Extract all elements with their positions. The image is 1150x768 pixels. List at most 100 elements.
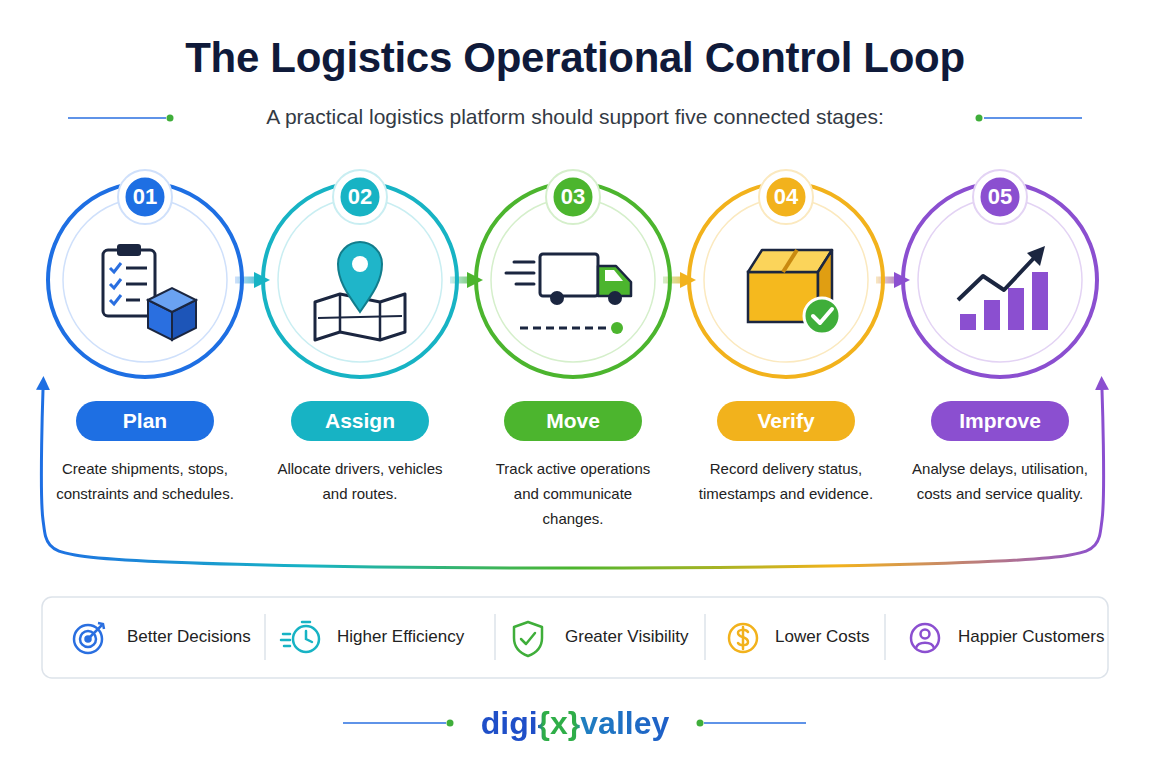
customer-icon-part bbox=[916, 643, 934, 648]
flow-arrow bbox=[41, 390, 1103, 568]
move-icon-part bbox=[520, 327, 606, 330]
customer-icon-part bbox=[921, 630, 930, 639]
move-icon-part bbox=[611, 322, 623, 334]
stage-pill: Plan bbox=[76, 401, 214, 441]
improve-icon-part bbox=[960, 314, 976, 330]
plan-icon-part bbox=[148, 288, 196, 312]
customer-icon-part bbox=[911, 624, 939, 652]
stage-node: 03MoveTrack active operations and commun… bbox=[483, 175, 663, 539]
plan-icon-part bbox=[110, 295, 121, 304]
target-icon-part bbox=[98, 623, 104, 629]
assign-icon-part bbox=[338, 242, 382, 312]
improve-icon-part bbox=[1032, 272, 1048, 330]
benefit-label: Higher Efficiency bbox=[337, 627, 464, 647]
diagram-subtitle: A practical logistics platform should su… bbox=[0, 105, 1150, 129]
target-icon bbox=[74, 623, 104, 653]
stage-description: Analyse delays, utilisation, costs and s… bbox=[910, 456, 1090, 506]
benefit-label: Happier Customers bbox=[958, 627, 1104, 647]
improve-icon-part bbox=[984, 300, 1000, 330]
stopwatch-icon-part bbox=[293, 626, 319, 652]
stage-description: Record delivery status, timestamps and e… bbox=[696, 456, 876, 506]
caption-rules-part bbox=[167, 115, 174, 122]
benefit-bar bbox=[42, 597, 1108, 678]
assign-icon bbox=[315, 242, 405, 340]
plan-icon bbox=[103, 244, 196, 340]
benefit-label: Greater Visibility bbox=[565, 627, 688, 647]
plan-icon-part bbox=[110, 263, 121, 272]
caption-rules-part bbox=[68, 117, 166, 119]
stage-node: 05ImproveAnalyse delays, utilisation, co… bbox=[910, 175, 1090, 514]
stopwatch-icon-part bbox=[283, 633, 290, 636]
target-icon-part bbox=[86, 637, 91, 642]
diagram-title: The Logistics Operational Control Loop bbox=[0, 34, 1150, 82]
step-number: 01 bbox=[55, 175, 235, 219]
benefit-bar-part bbox=[494, 614, 496, 660]
verify-icon-part bbox=[813, 309, 832, 323]
stage-pill: Move bbox=[504, 401, 642, 441]
assign-icon-part bbox=[352, 256, 368, 272]
flow-arrow bbox=[235, 277, 254, 284]
move-icon bbox=[506, 254, 631, 334]
move-icon-part bbox=[605, 270, 623, 281]
benefit-label: Better Decisions bbox=[127, 627, 251, 647]
move-icon-part bbox=[516, 283, 534, 286]
stage-pill: Verify bbox=[717, 401, 855, 441]
stage-description: Create shipments, stops, constraints and… bbox=[55, 456, 235, 506]
move-icon-part bbox=[550, 291, 564, 305]
plan-icon-part bbox=[126, 283, 147, 286]
verify-icon-part bbox=[783, 250, 797, 272]
benefit-bar-part bbox=[42, 597, 1108, 678]
improve-icon-part bbox=[958, 258, 1034, 300]
customer-icon bbox=[911, 624, 939, 652]
target-icon-part bbox=[90, 625, 102, 637]
assign-icon-part bbox=[379, 302, 382, 340]
brand-logo: digi{x}valley bbox=[481, 705, 670, 742]
plan-icon-part bbox=[126, 267, 147, 270]
step-number: 02 bbox=[270, 175, 450, 219]
move-icon-part bbox=[514, 261, 534, 264]
move-icon-part bbox=[506, 272, 534, 275]
stopwatch-icon-part bbox=[281, 639, 290, 642]
flow-arrow bbox=[876, 277, 894, 284]
stopwatch-icon-part bbox=[284, 645, 290, 648]
stage-node: 04VerifyRecord delivery status, timestam… bbox=[696, 175, 876, 514]
plan-icon-part bbox=[126, 299, 140, 302]
benefit-bar-part bbox=[704, 614, 706, 660]
caption-rules-part bbox=[984, 117, 1082, 119]
shield-icon bbox=[514, 622, 542, 656]
coin-icon-part bbox=[742, 627, 745, 649]
caption-rules-part bbox=[976, 115, 983, 122]
shield-icon-part bbox=[514, 622, 542, 656]
benefit-label: Lower Costs bbox=[775, 627, 869, 647]
plan-icon-part bbox=[117, 244, 141, 256]
target-icon-part bbox=[74, 625, 102, 653]
stage-pill: Improve bbox=[931, 401, 1069, 441]
step-number: 05 bbox=[910, 175, 1090, 219]
coin-icon bbox=[729, 624, 757, 652]
stopwatch-icon-part bbox=[302, 621, 310, 624]
stage-description: Allocate drivers, vehicles and routes. bbox=[270, 456, 450, 506]
plan-icon-part bbox=[110, 279, 121, 288]
shield-icon-part bbox=[521, 633, 535, 644]
brand-rules-part bbox=[697, 720, 704, 727]
stage-node: 02AssignAllocate drivers, vehicles and r… bbox=[270, 175, 450, 514]
verify-icon bbox=[748, 250, 840, 334]
stage-node: 01PlanCreate shipments, stops, constrain… bbox=[55, 175, 235, 514]
verify-icon-part bbox=[804, 298, 840, 334]
brand-rules-part bbox=[447, 720, 454, 727]
brand-rules-part bbox=[704, 722, 806, 724]
improve-icon-part bbox=[1027, 246, 1045, 266]
improve-icon-part bbox=[1008, 288, 1024, 330]
stopwatch-icon-part bbox=[306, 631, 312, 642]
coin-icon-part bbox=[729, 624, 757, 652]
benefit-bar-part bbox=[884, 614, 886, 660]
stage-pill: Assign bbox=[291, 401, 429, 441]
improve-icon bbox=[958, 246, 1048, 330]
move-icon-part bbox=[608, 291, 622, 305]
stopwatch-icon bbox=[281, 622, 319, 652]
benefit-bar-part bbox=[264, 614, 266, 660]
brand-rules-part bbox=[343, 722, 446, 724]
step-number: 03 bbox=[483, 175, 663, 219]
